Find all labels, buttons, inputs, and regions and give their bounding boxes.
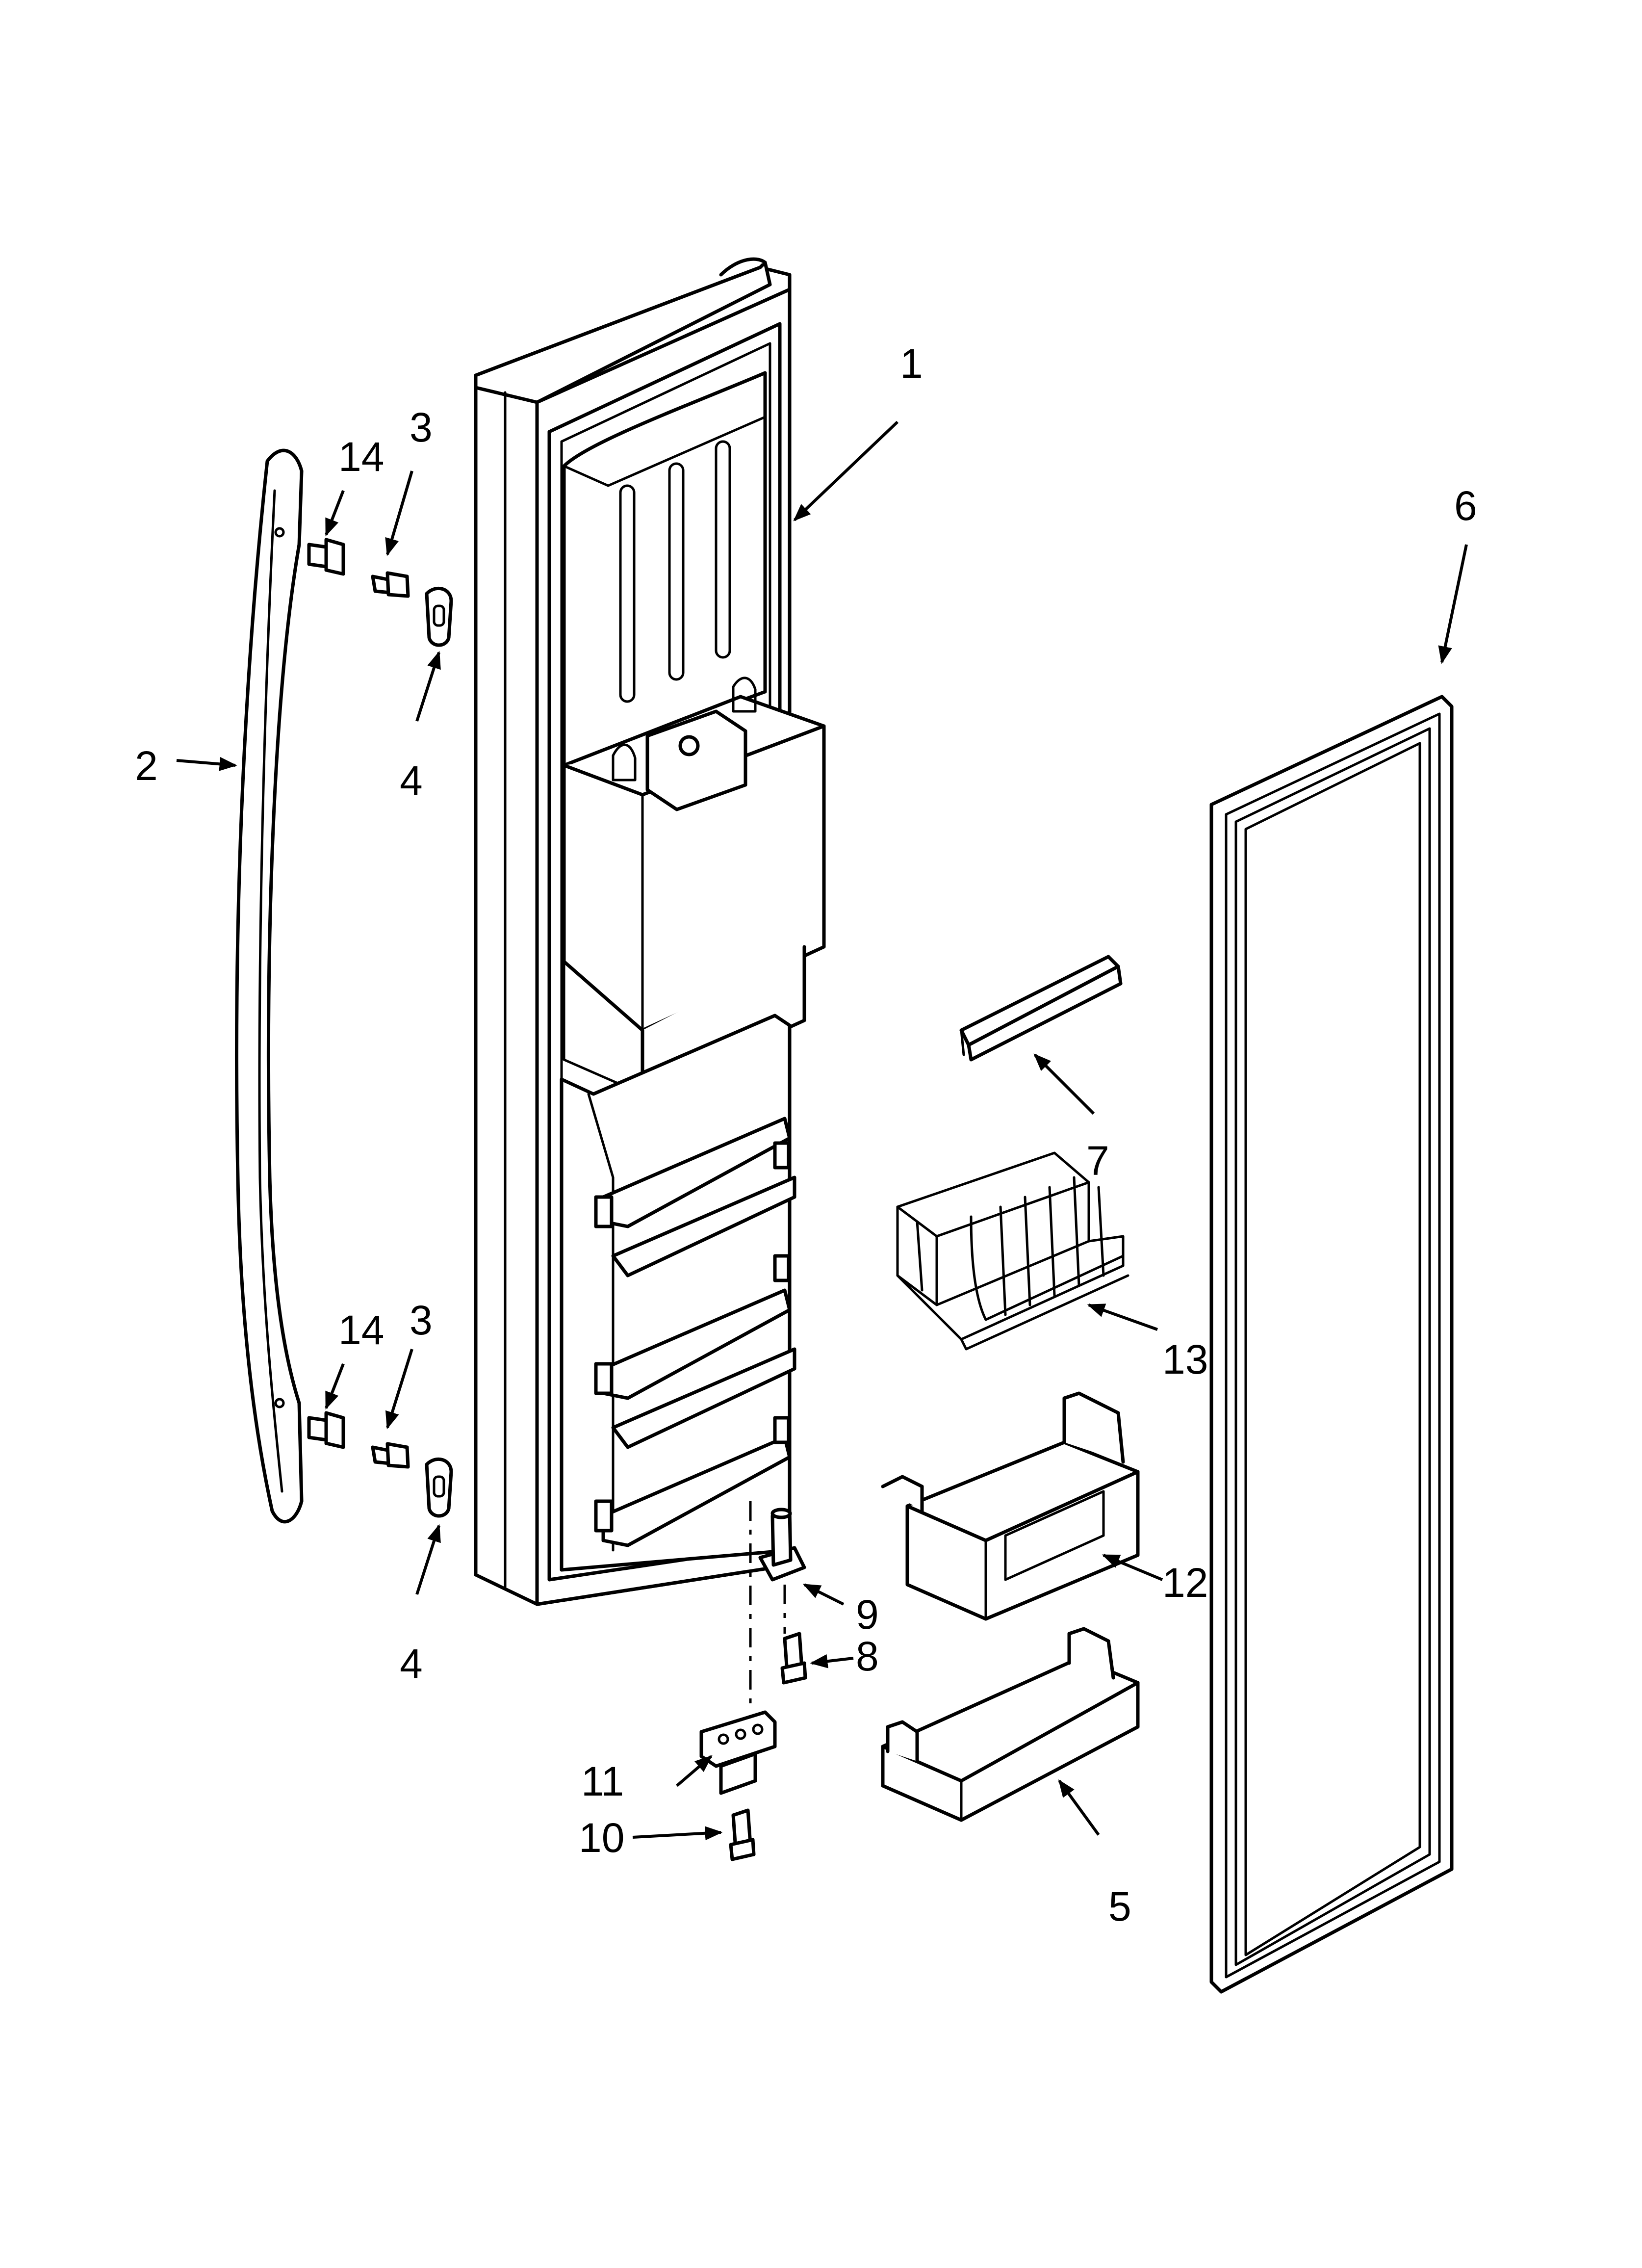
handle-clip-top bbox=[425, 586, 453, 647]
callout-7: 7 bbox=[1086, 1138, 1109, 1184]
callout-8: 8 bbox=[856, 1633, 879, 1679]
callout-11: 11 bbox=[581, 1758, 624, 1804]
callout-4-bottom: 4 bbox=[400, 1641, 423, 1687]
callout-6: 6 bbox=[1454, 483, 1477, 529]
handle-screw-top bbox=[307, 538, 345, 576]
callout-13: 13 bbox=[1162, 1336, 1208, 1382]
screw-3-bottom bbox=[371, 1442, 410, 1469]
callout-9: 9 bbox=[856, 1591, 879, 1638]
freezer-door bbox=[474, 257, 826, 1606]
door-bin-small bbox=[881, 1627, 1140, 1822]
leader-lines bbox=[176, 420, 1468, 1841]
callout-3-bottom: 3 bbox=[410, 1297, 433, 1343]
door-gasket bbox=[1209, 695, 1454, 1994]
hinge-bracket bbox=[699, 1710, 777, 1795]
callout-14-top: 14 bbox=[338, 434, 384, 480]
hinge-screw bbox=[780, 1632, 807, 1685]
bracket-screw bbox=[729, 1808, 756, 1861]
handle-screw-bottom bbox=[307, 1411, 345, 1449]
assembly-centerline bbox=[749, 1501, 786, 1707]
hinge-pin bbox=[758, 1508, 806, 1582]
wire-basket bbox=[896, 1151, 1129, 1351]
callout-12: 12 bbox=[1162, 1560, 1208, 1606]
callout-1: 1 bbox=[900, 340, 923, 387]
screw-3-top bbox=[371, 571, 410, 598]
trim-strip bbox=[959, 955, 1123, 1062]
callout-5: 5 bbox=[1108, 1883, 1131, 1929]
callout-10: 10 bbox=[579, 1815, 624, 1861]
callout-labels: 1 2 3 3 4 4 5 6 7 8 9 10 11 12 13 14 14 bbox=[135, 340, 1477, 1929]
handle-clip-bottom bbox=[425, 1457, 453, 1518]
door-bin-large bbox=[881, 1391, 1140, 1621]
callout-4-top: 4 bbox=[400, 757, 423, 804]
callout-3-top: 3 bbox=[410, 404, 433, 450]
door-handle bbox=[235, 448, 304, 1524]
callout-14-bottom: 14 bbox=[338, 1307, 384, 1353]
callout-2: 2 bbox=[135, 743, 158, 789]
